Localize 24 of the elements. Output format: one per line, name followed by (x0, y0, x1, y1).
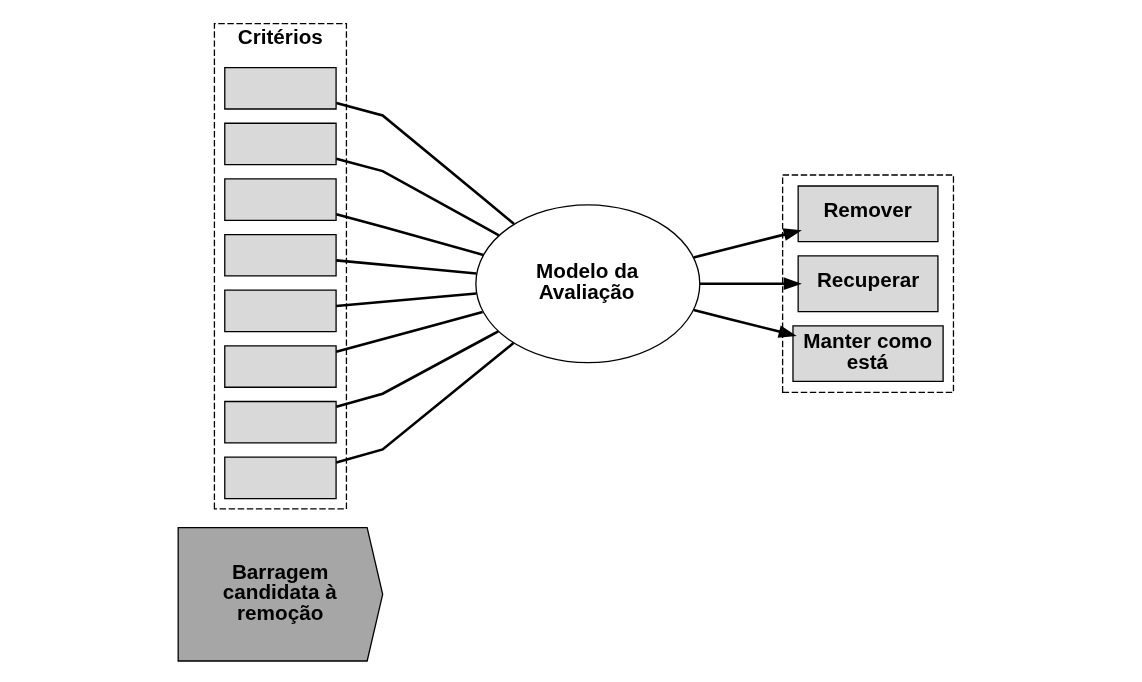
connector (336, 157, 500, 237)
node-box: Recuperar (797, 255, 939, 313)
node-box (224, 400, 337, 444)
connector (336, 342, 515, 464)
connector (336, 101, 515, 225)
node-box (224, 122, 337, 166)
node-ellipse: Modelo da Avaliação (475, 204, 701, 364)
connector (335, 310, 483, 353)
arrow (693, 308, 797, 338)
arrow (693, 228, 802, 259)
connector (336, 330, 499, 409)
node-box (224, 456, 337, 500)
node-box (224, 178, 337, 221)
node-box (224, 289, 337, 333)
node-box: Remover (797, 185, 939, 243)
arrow (700, 277, 802, 291)
connector (336, 259, 477, 275)
cluster: Critérios (213, 22, 348, 510)
connector (336, 292, 477, 308)
connector (336, 213, 484, 257)
node-box (224, 66, 337, 110)
node-box: Manter como está (792, 325, 944, 383)
node-box (224, 345, 337, 388)
node-box (224, 233, 337, 277)
